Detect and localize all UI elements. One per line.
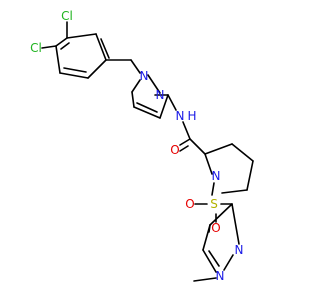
bond bbox=[60, 42, 70, 50]
atom-cl1: Cl bbox=[61, 9, 73, 23]
bond bbox=[95, 33, 107, 61]
atom-n4: N bbox=[235, 243, 244, 257]
bond bbox=[211, 182, 215, 196]
atom-h: H bbox=[187, 109, 196, 123]
bond bbox=[131, 79, 141, 93]
bond bbox=[55, 45, 61, 74]
bond bbox=[179, 138, 191, 146]
bond bbox=[182, 121, 191, 140]
bond bbox=[193, 277, 217, 282]
atom-o3: O bbox=[211, 221, 220, 235]
atom-nh: N bbox=[176, 109, 185, 123]
bond bbox=[231, 203, 240, 245]
bond bbox=[133, 106, 161, 119]
atom-o2: O bbox=[185, 197, 194, 211]
atom-n2: N bbox=[156, 88, 165, 102]
bond bbox=[223, 254, 234, 271]
bond bbox=[147, 74, 161, 94]
atom-n3: N bbox=[212, 169, 221, 183]
bond bbox=[41, 45, 57, 49]
atom-n5: N bbox=[216, 269, 225, 283]
bond bbox=[131, 91, 135, 108]
bond bbox=[179, 145, 189, 152]
bond bbox=[202, 224, 211, 251]
bond bbox=[130, 59, 141, 74]
bond bbox=[167, 94, 177, 111]
bond bbox=[208, 250, 220, 267]
pyrazole-ring-lower bbox=[202, 203, 240, 273]
pyrazole-ring-upper bbox=[131, 74, 169, 119]
bond bbox=[231, 143, 254, 162]
bond bbox=[136, 102, 158, 113]
bond bbox=[55, 37, 68, 47]
bond bbox=[189, 138, 206, 155]
bond bbox=[159, 94, 169, 119]
bond bbox=[209, 203, 233, 226]
bond bbox=[221, 189, 248, 194]
atom-n1: N bbox=[140, 69, 149, 83]
molecule-structure: Cl Cl N N N H O N S O O N N bbox=[30, 9, 254, 283]
bond bbox=[66, 33, 97, 39]
bond bbox=[63, 67, 87, 73]
dichlorophenyl-ring bbox=[55, 33, 110, 79]
bond bbox=[204, 143, 233, 155]
bond bbox=[246, 160, 254, 191]
atom-cl2: Cl bbox=[30, 41, 42, 55]
bond bbox=[59, 72, 89, 79]
bond bbox=[100, 38, 110, 59]
piperidine-ring bbox=[204, 143, 254, 194]
atom-o1: O bbox=[170, 143, 179, 157]
bond bbox=[204, 153, 213, 175]
bond bbox=[202, 249, 217, 273]
bond bbox=[87, 59, 107, 79]
atom-s: S bbox=[210, 197, 218, 211]
